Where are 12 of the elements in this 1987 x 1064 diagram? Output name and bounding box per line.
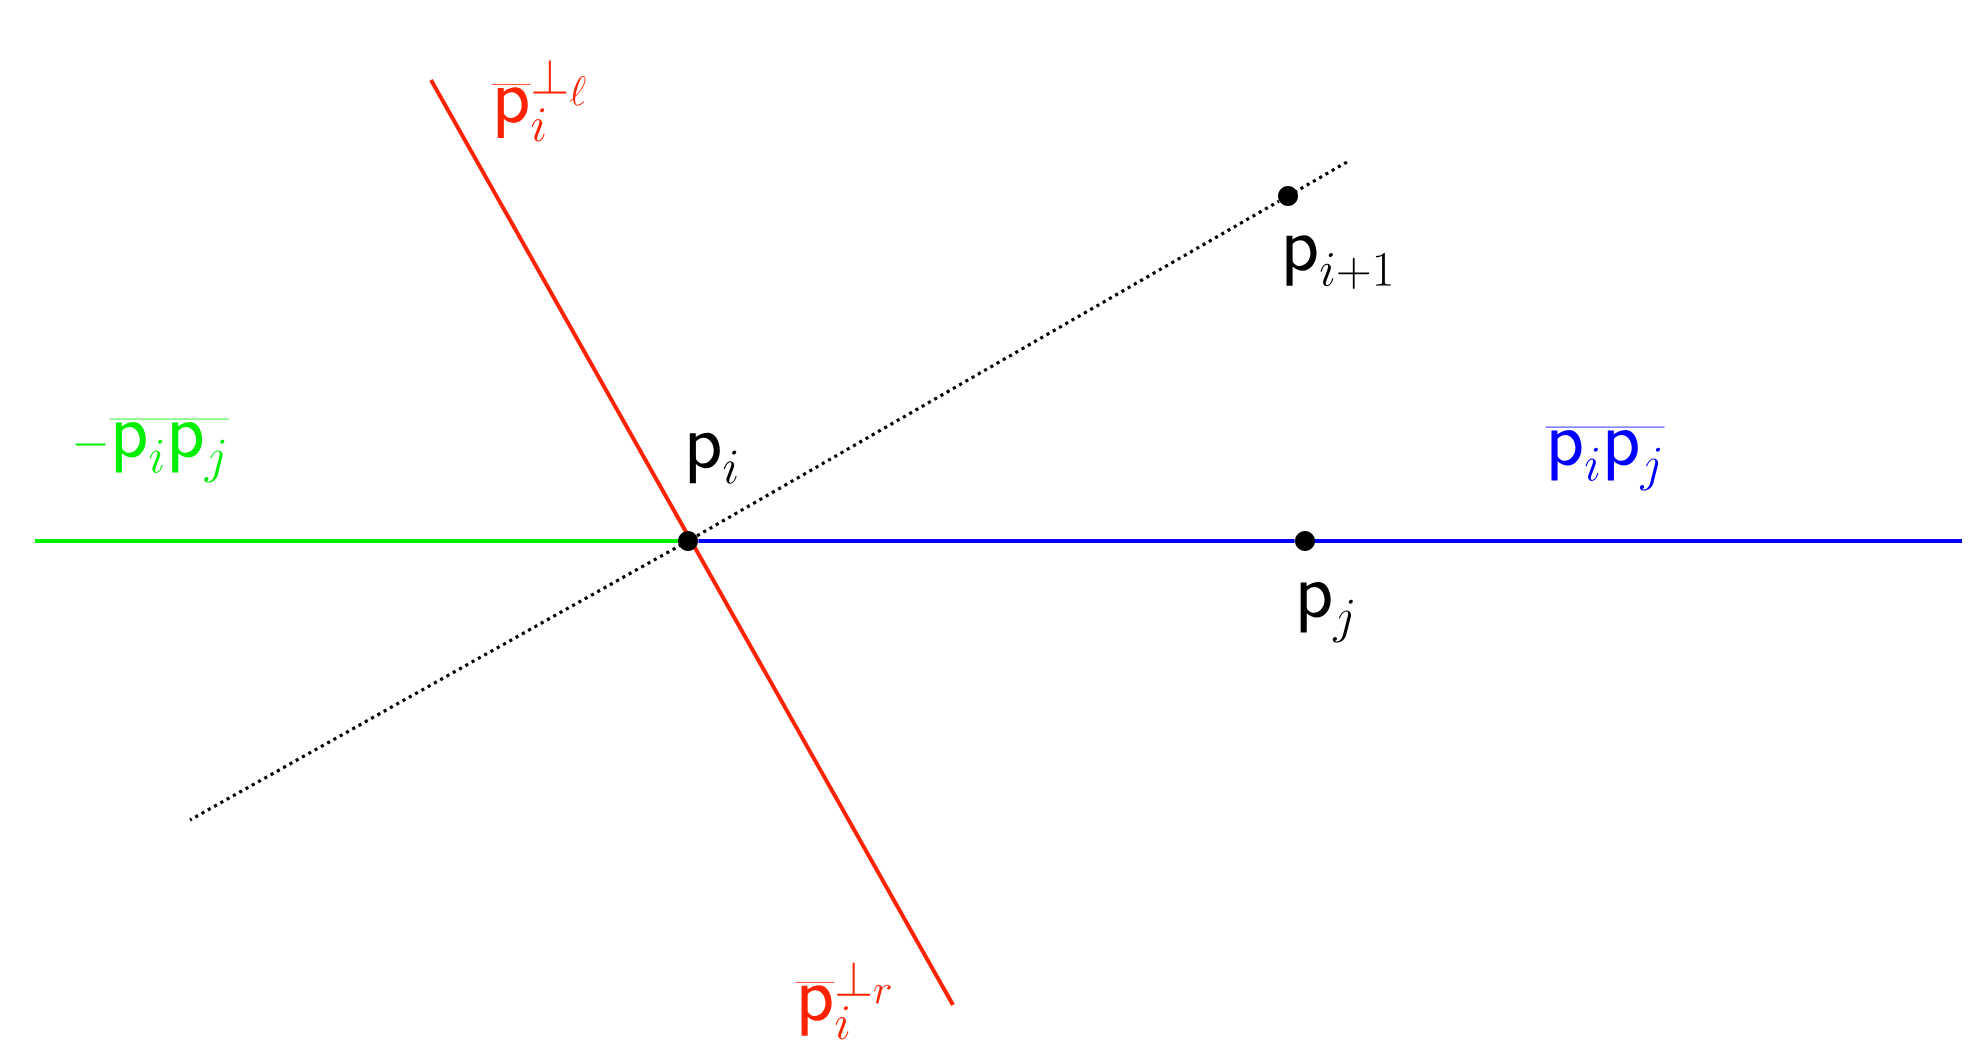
line-label: $\overline{\mathsf{p}_i\mathsf{p}_j}$ — [1545, 427, 1665, 491]
point-label: $\mathsf{p}_i$ — [689, 432, 737, 484]
line — [696, 199, 1280, 538]
line-label: $\overline{\mathsf{p}}_i^{\perp_\ell}$ — [491, 60, 586, 142]
point-label: $\mathsf{p}_{i+1}$ — [1286, 235, 1391, 289]
point-label: $\mathsf{p}_j$ — [1300, 581, 1353, 643]
line-label: $\overline{\mathsf{p}}_i^{\perp_r}$ — [795, 962, 891, 1040]
line — [698, 539, 1295, 543]
point — [1295, 531, 1315, 551]
line-label: $-\overline{\mathsf{p}_i\mathsf{p}_j}$ — [75, 419, 229, 483]
point — [1278, 186, 1298, 206]
point — [678, 531, 698, 551]
